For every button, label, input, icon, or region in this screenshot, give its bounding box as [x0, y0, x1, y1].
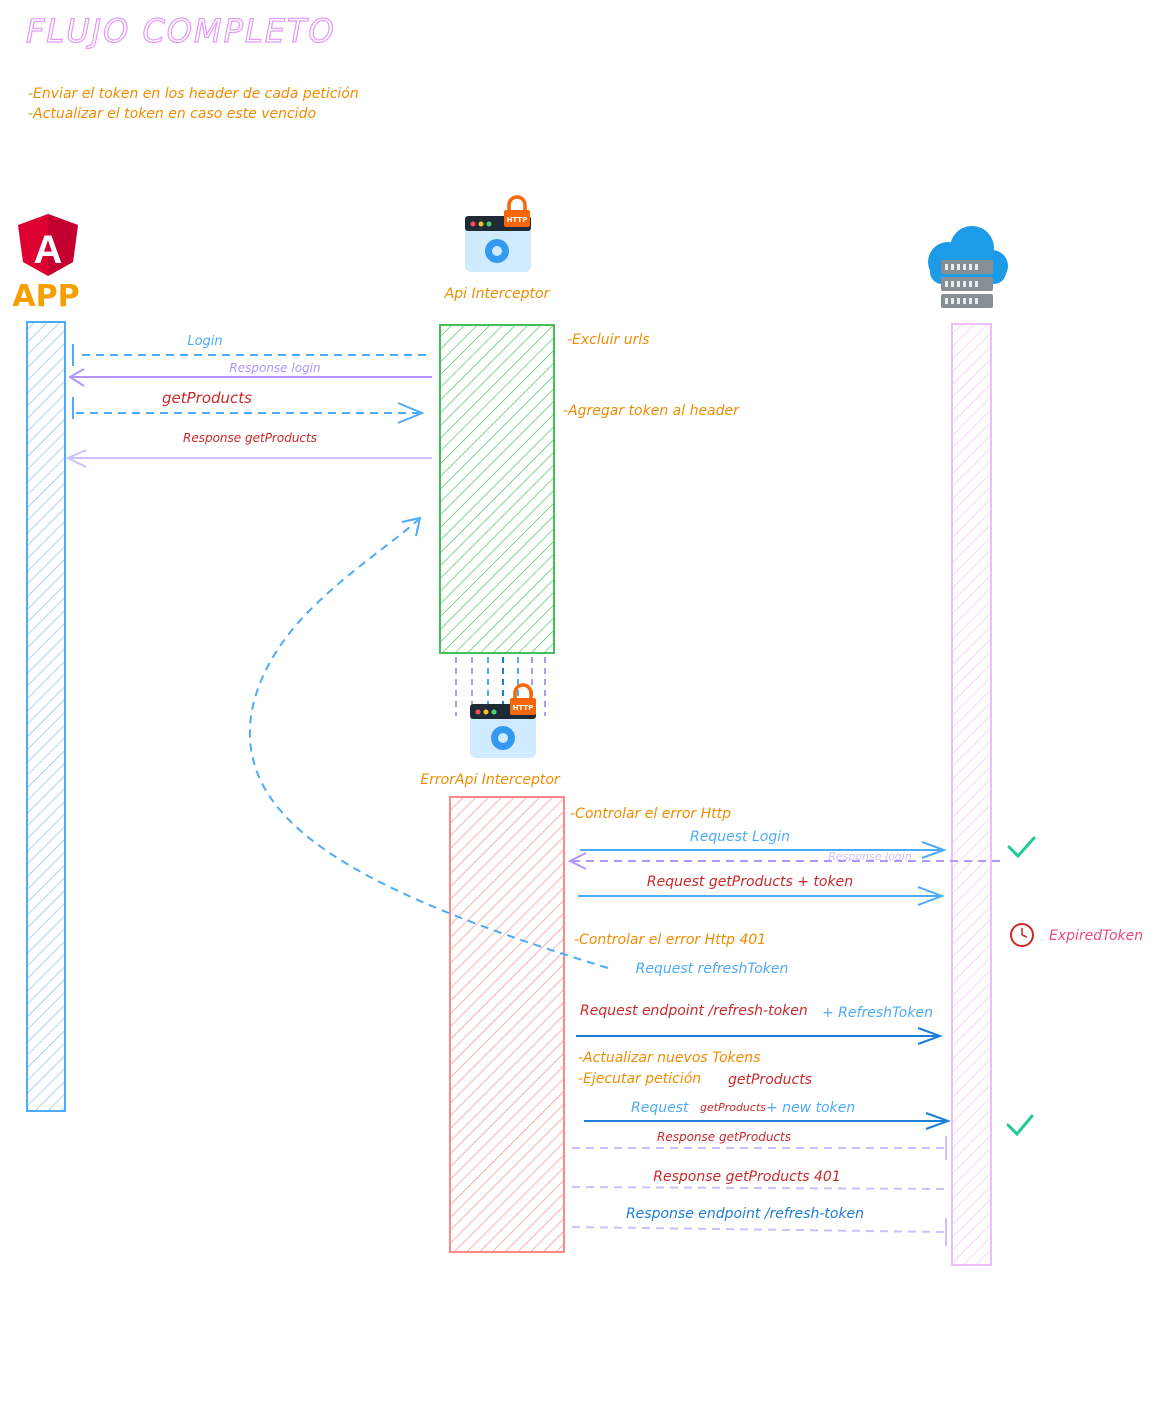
app-lifeline	[26, 321, 66, 1112]
msg-get-products-arrow	[72, 397, 425, 424]
svg-text:HTTP: HTTP	[507, 216, 528, 224]
note-controlar-401: -Controlar el error Http 401	[574, 932, 766, 948]
intro-line-1: -Enviar el token en los header de cada p…	[28, 86, 359, 102]
intro-line-2: -Actualizar el token en caso este vencid…	[28, 106, 316, 122]
msg-response-endpoint-refresh-arrow	[569, 1218, 947, 1246]
note-ejecutar-peticion: -Ejecutar petición	[578, 1071, 701, 1087]
svg-text:A: A	[34, 228, 63, 272]
server-lifeline	[951, 323, 992, 1266]
expired-token-label: ExpiredToken	[1049, 928, 1143, 944]
msg-response-get-products-401-arrow	[571, 1186, 945, 1190]
msg-response-get-products-server-arrow	[570, 1136, 947, 1160]
msg-request-endpoint-refresh-label: Request endpoint /refresh-token	[580, 1003, 808, 1019]
msg-request-new-token-label-a: Request	[631, 1100, 689, 1116]
msg-login-arrow	[72, 344, 426, 366]
note-actualizar-tokens: -Actualizar nuevos Tokens	[578, 1050, 760, 1066]
error-interceptor-label: ErrorApi Interceptor	[420, 772, 561, 788]
check-icon	[1006, 1114, 1034, 1137]
api-interceptor-label: Api Interceptor	[444, 286, 551, 302]
msg-response-login-server-label: Response login	[828, 850, 912, 863]
msg-request-refresh-label: Request refreshToken	[636, 961, 789, 977]
svg-text:HTTP: HTTP	[513, 704, 534, 712]
check-icon	[1007, 836, 1036, 859]
msg-response-get-products-server-label: Response getProducts	[657, 1130, 791, 1144]
msg-request-new-token-label-c: + new token	[766, 1100, 855, 1116]
msg-response-login-server-arrow	[567, 852, 1000, 870]
msg-response-login-arrow	[68, 368, 432, 387]
msg-retry-curve-arrow	[248, 516, 609, 969]
http-lock-gear-icon: HTTP	[470, 683, 536, 758]
note-controlar-http: -Controlar el error Http	[570, 806, 731, 822]
cloud-server-icon	[928, 226, 1008, 308]
msg-response-get-products-arrow	[65, 449, 432, 468]
msg-get-products-label: getProducts	[162, 389, 252, 407]
api-interceptor-lifeline	[439, 324, 555, 654]
note-ejecutar-get-products: getProducts	[728, 1072, 812, 1088]
app-label: APP	[12, 279, 79, 314]
page-title: FLUJO COMPLETO	[26, 12, 336, 50]
msg-request-get-products-token-arrow	[578, 886, 945, 906]
clock-icon	[1010, 923, 1034, 947]
msg-response-endpoint-refresh-label: Response endpoint /refresh-token	[626, 1206, 864, 1222]
msg-response-login-label: Response login	[229, 361, 320, 375]
note-excluir-urls: -Excluir urls	[567, 332, 650, 348]
note-agregar-token: -Agregar token al header	[563, 403, 740, 419]
msg-request-new-token-arrow	[584, 1112, 951, 1130]
msg-response-get-products-label: Response getProducts	[183, 431, 317, 445]
http-lock-gear-icon: HTTP	[465, 195, 531, 272]
error-interceptor-lifeline	[449, 796, 565, 1253]
msg-response-get-products-401-label: Response getProducts 401	[653, 1169, 840, 1185]
msg-request-endpoint-refresh-arrow	[576, 1027, 943, 1045]
msg-request-new-token-label-b: getProducts	[700, 1101, 766, 1114]
msg-request-login-arrow	[580, 841, 947, 859]
msg-plus-refresh-token-label: + RefreshToken	[822, 1005, 933, 1021]
msg-request-get-products-token-label: Request getProducts + token	[647, 874, 853, 890]
angular-logo-icon: A	[18, 214, 78, 276]
msg-login-label: Login	[187, 334, 222, 349]
msg-request-login-label: Request Login	[690, 829, 790, 845]
